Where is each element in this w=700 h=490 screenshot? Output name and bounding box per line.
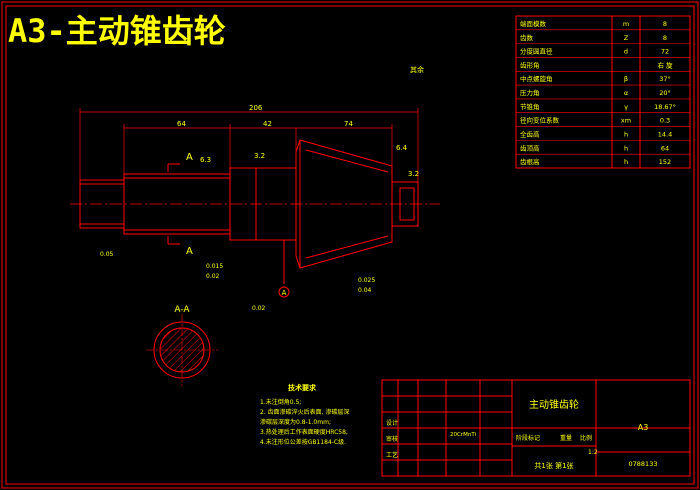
param-symbol: h [624, 158, 628, 166]
section-view-a-a [146, 314, 218, 386]
section-markers [167, 163, 180, 245]
param-value: 37° [659, 75, 671, 83]
section-view-label: A-A [174, 305, 190, 315]
param-symbol: h [624, 144, 628, 152]
param-value: 18.67° [654, 103, 676, 111]
inner-border [5, 5, 695, 485]
param-label: 径向变位系数 [520, 116, 560, 125]
param-label: 端面模数 [520, 19, 547, 28]
tech-req-item: 3.热处理后工作表面硬度HRC58, [260, 428, 348, 436]
param-symbol: Z [624, 34, 629, 42]
param-label: 分度圆直径 [520, 47, 553, 56]
title-block-frame [381, 379, 691, 477]
param-label: 节锥角 [520, 102, 540, 111]
drawing-number: 0788133 [629, 460, 658, 468]
dim-3: 74 [344, 120, 353, 128]
param-label: 中点螺旋角 [520, 74, 553, 83]
roughness-a: 6.3 [200, 156, 211, 164]
param-label: 齿数 [520, 33, 534, 42]
param-value: 72 [661, 48, 669, 56]
tolerance-1: 0.05 [100, 251, 114, 258]
check-label: 审核 [386, 435, 398, 443]
param-label: 齿形角 [520, 60, 540, 69]
param-value: 右 旋 [657, 60, 673, 69]
stage-label: 阶段标记 [516, 434, 540, 442]
dim-overall: 206 [249, 104, 263, 112]
tech-req-item: 4.未注形位公差按GB1184-C级. [260, 438, 346, 446]
tolerance-4: 0.025 [358, 277, 375, 284]
scale-value: 1:2 [588, 449, 598, 456]
param-value: 20° [659, 89, 671, 97]
roughness-d: 3.2 [408, 170, 419, 178]
param-symbol: β [624, 75, 628, 83]
param-symbol: d [624, 48, 628, 56]
section-mark-top: A [186, 152, 193, 163]
tolerance-5: 0.04 [358, 287, 372, 294]
datum-label: A [282, 289, 287, 297]
param-symbol: γ [624, 103, 628, 111]
roughness-b: 3.2 [254, 152, 265, 160]
material: 20CrMnTi [450, 432, 477, 438]
tech-req-item: 2. 齿面渗碳淬火后表面, 渗碳层深 [260, 408, 349, 416]
drawing-title: A3-主动锥齿轮 [8, 12, 226, 50]
param-value: 14.4 [658, 130, 672, 138]
shaft-outline [79, 139, 419, 269]
roughness-other: 其余 [410, 65, 424, 74]
param-label: 齿顶高 [520, 143, 540, 152]
param-value: 0.3 [660, 117, 670, 125]
tolerance-3: 0.02 [206, 273, 220, 280]
param-symbol: m [623, 20, 629, 28]
param-symbol: α [624, 89, 628, 97]
param-value: 152 [659, 158, 671, 166]
part-name: 主动锥齿轮 [529, 398, 579, 411]
sheet-count: 共1张 第1张 [534, 461, 573, 470]
tech-req-item: 1.未注倒角0.5; [260, 398, 301, 406]
tech-req-title: 技术要求 [288, 383, 317, 392]
dim-1: 64 [177, 120, 186, 128]
param-value: 8 [663, 34, 667, 42]
param-value: 8 [663, 20, 667, 28]
gear-parameter-table [515, 15, 691, 169]
tolerance-2: 0.015 [206, 263, 223, 270]
dimension-lines [79, 108, 419, 182]
scale-label: 比例 [580, 434, 592, 442]
dim-2: 42 [263, 120, 272, 128]
param-label: 齿根高 [520, 157, 540, 166]
weight-label: 重量 [560, 434, 572, 442]
process-label: 工艺 [386, 451, 398, 459]
section-mark-bottom: A [186, 246, 193, 257]
param-symbol: h [624, 130, 628, 138]
param-symbol: xm [621, 117, 631, 125]
param-value: 64 [661, 144, 669, 152]
param-label: 全齿高 [520, 129, 540, 138]
design-label: 设计 [386, 419, 398, 427]
param-label: 压力角 [520, 88, 540, 97]
tolerance-6: 0.02 [252, 305, 266, 312]
sheet-size: A3 [638, 423, 649, 432]
tech-req-item: 渗碳层深度为0.8-1.0mm; [260, 418, 331, 426]
roughness-c: 6.4 [396, 144, 408, 152]
datum-symbol [278, 240, 290, 298]
